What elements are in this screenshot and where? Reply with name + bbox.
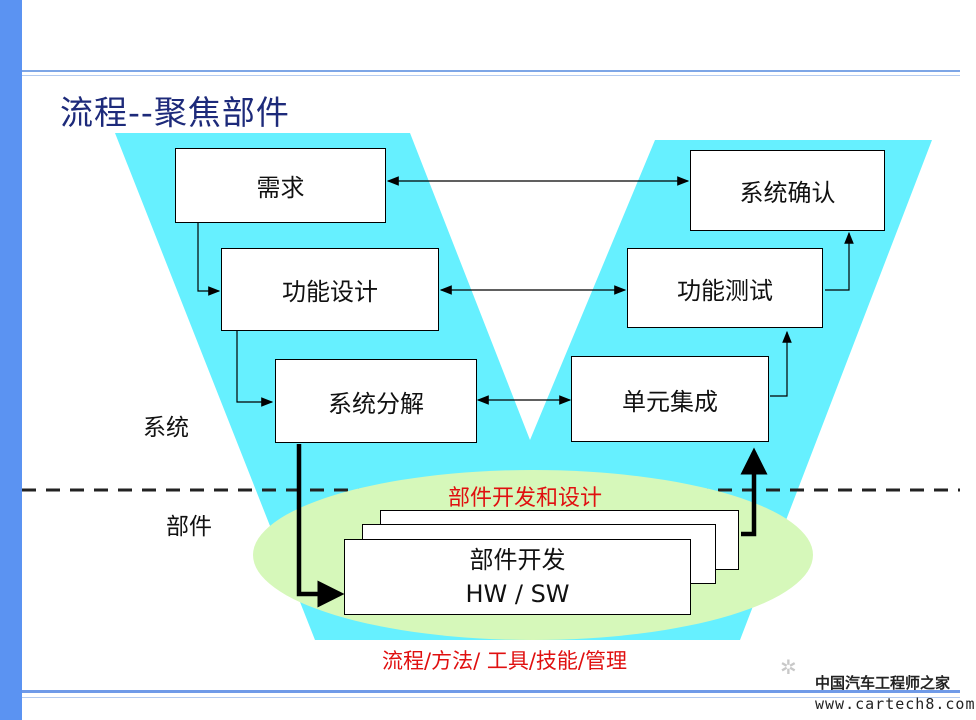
thick-arrow-down bbox=[296, 444, 345, 608]
box-function-design: 功能设计 bbox=[221, 248, 439, 331]
footer-rule bbox=[22, 690, 960, 693]
label-component: 部件 bbox=[166, 514, 212, 540]
bottom-caption: 流程/方法/ 工具/技能/管理 bbox=[382, 649, 627, 673]
thick-arrow-up bbox=[740, 447, 768, 537]
box-function-test: 功能测试 bbox=[627, 248, 823, 328]
connector-design-to-decomposition bbox=[236, 331, 274, 407]
watermark-glyph: ✲ bbox=[780, 655, 797, 679]
card-title: 部件开发 bbox=[469, 546, 566, 574]
box-system-decomposition: 系统分解 bbox=[275, 359, 477, 443]
box-system-confirmation: 系统确认 bbox=[690, 150, 885, 231]
header-rule-thin bbox=[22, 75, 960, 76]
header-rule bbox=[22, 70, 960, 72]
box-requirement: 需求 bbox=[175, 148, 386, 223]
connector-integration-to-test bbox=[770, 330, 792, 397]
watermark-name: 中国汽车工程师之家 bbox=[815, 674, 951, 692]
component-dev-card: 部件开发 HW / SW bbox=[344, 539, 691, 615]
page-title: 流程--聚焦部件 bbox=[60, 93, 290, 132]
watermark-url: www.cartech8.com bbox=[815, 695, 976, 713]
footer-rule-thin bbox=[22, 697, 960, 698]
connector-requirement-to-design bbox=[197, 222, 221, 296]
label-component-dev-design: 部件开发和设计 bbox=[448, 486, 603, 511]
card-subtitle: HW / SW bbox=[465, 580, 570, 608]
connector-test-to-confirmation bbox=[825, 231, 854, 291]
box-unit-integration: 单元集成 bbox=[571, 356, 769, 442]
label-system: 系统 bbox=[143, 415, 189, 441]
left-accent-bar bbox=[0, 0, 22, 720]
